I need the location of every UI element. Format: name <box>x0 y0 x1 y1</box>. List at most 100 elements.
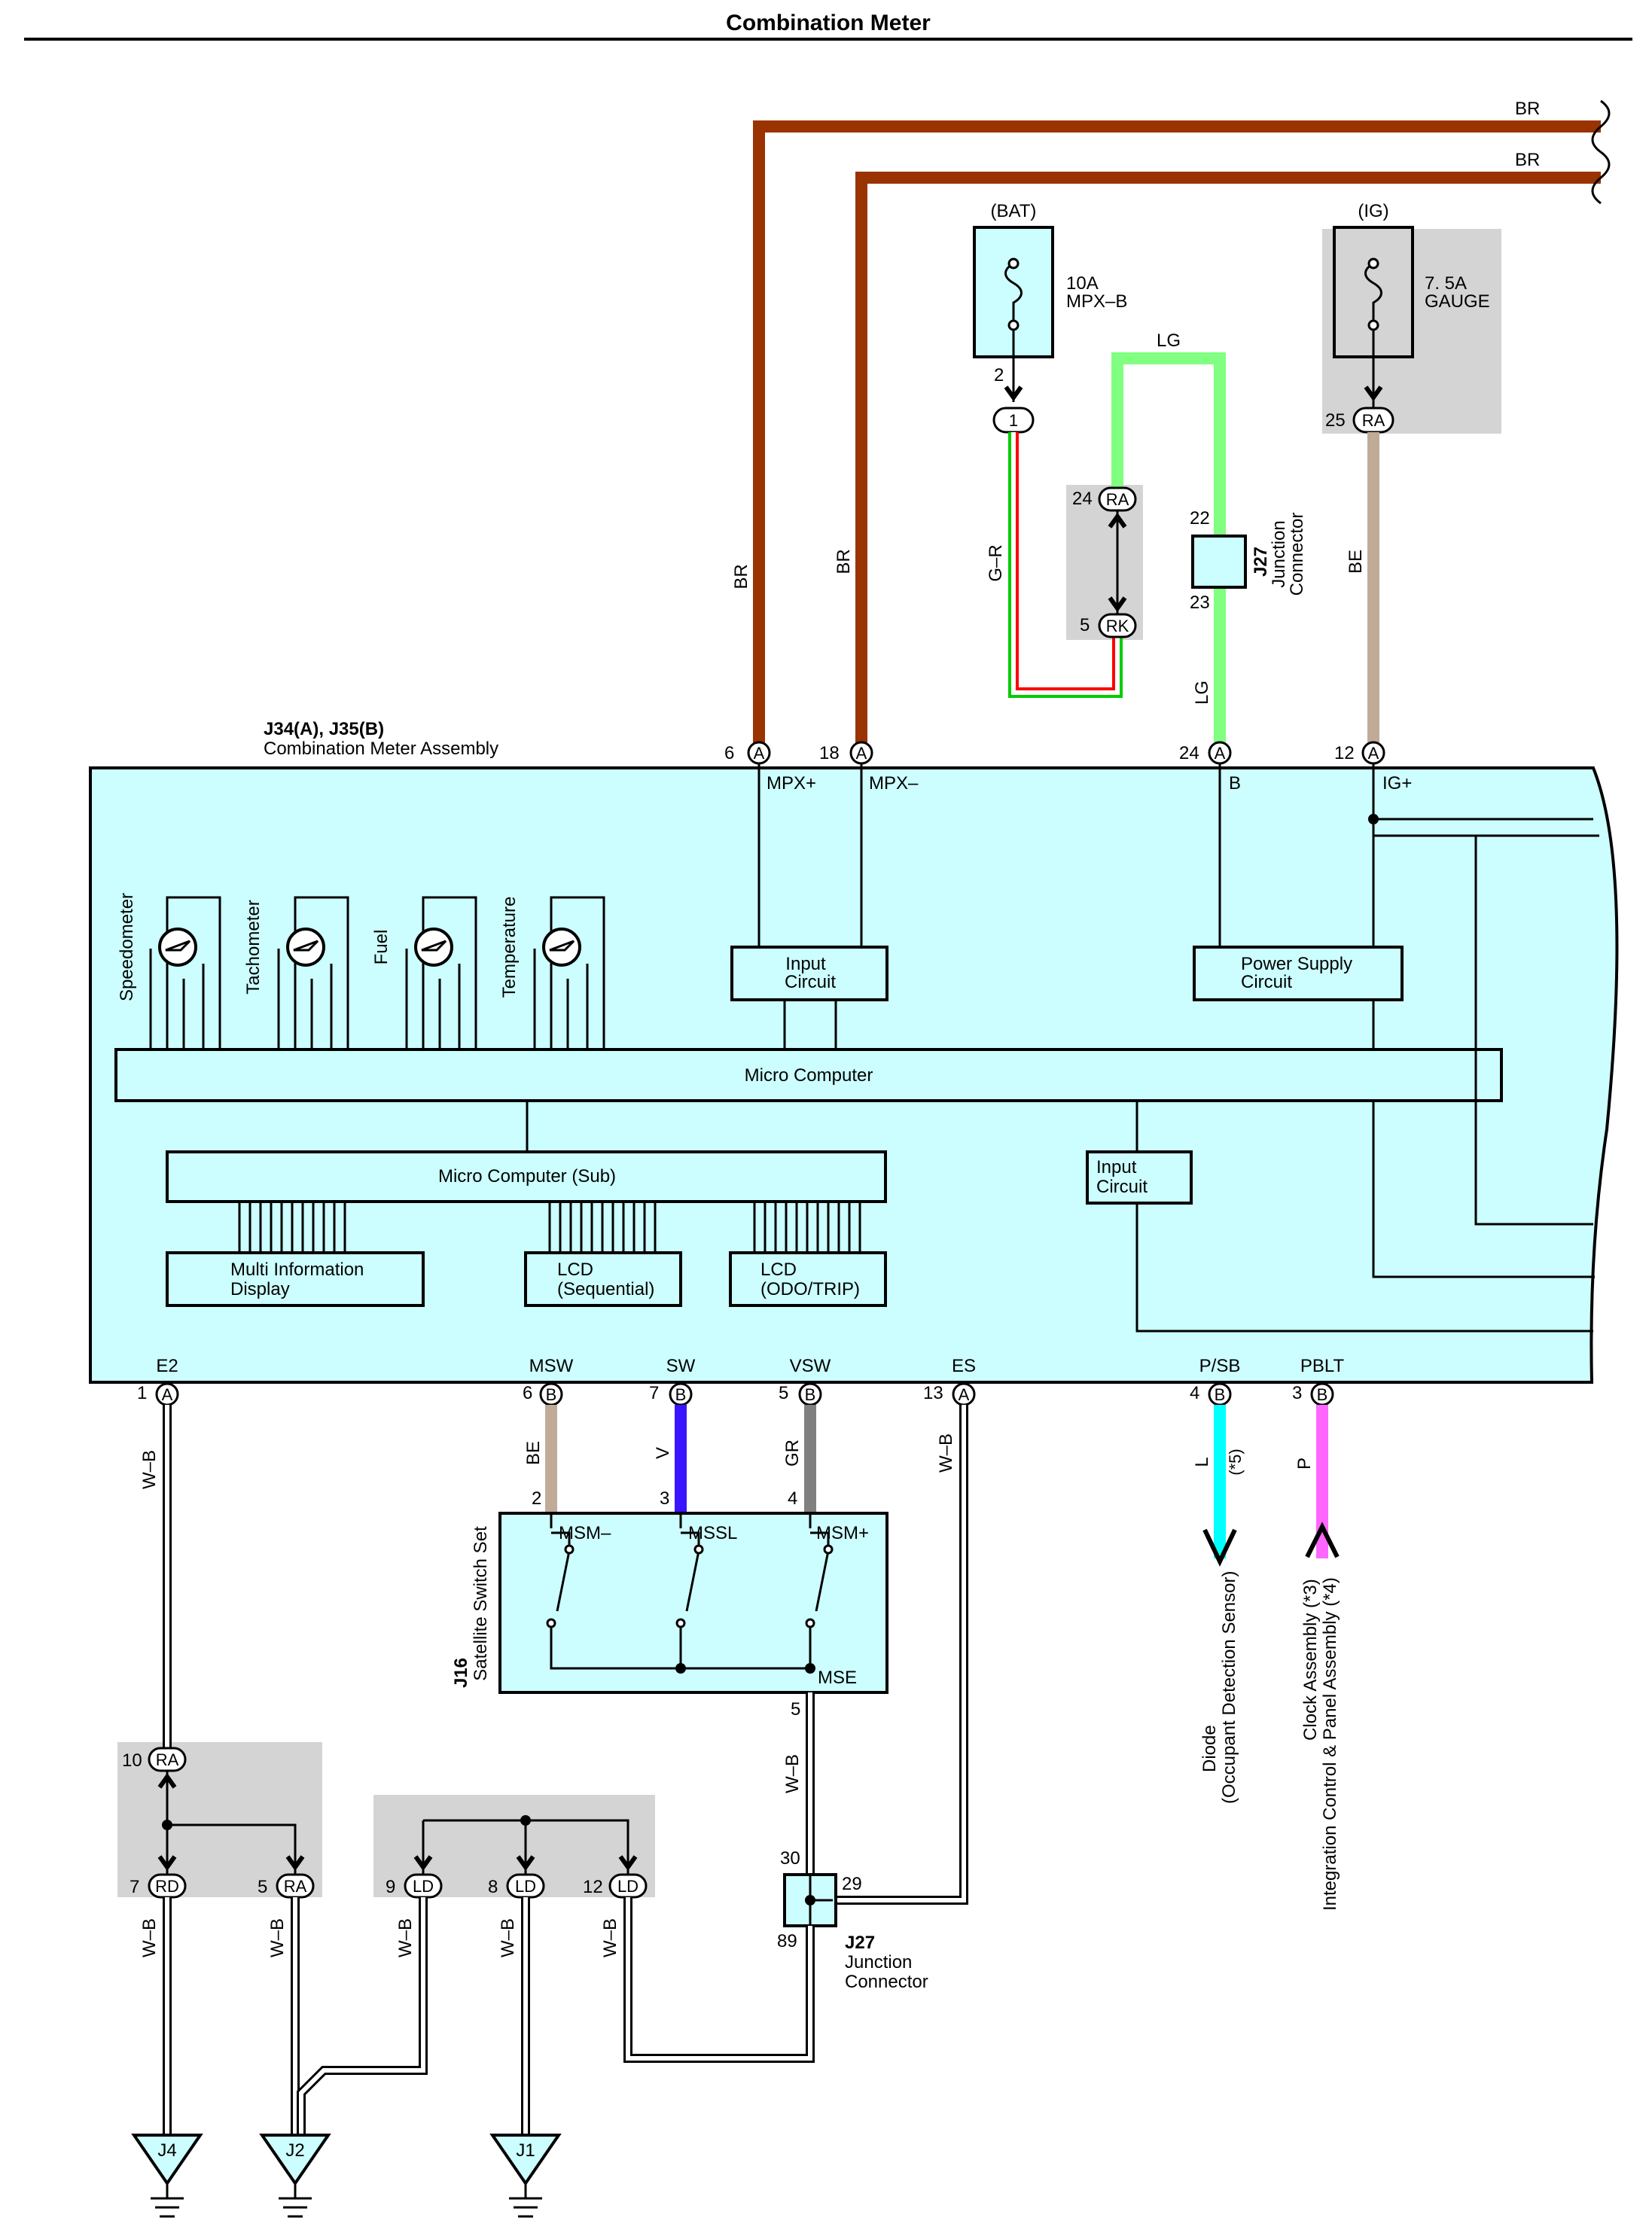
svg-text:A: A <box>1368 744 1379 763</box>
svg-text:Circuit: Circuit <box>1096 1177 1148 1197</box>
svg-text:W–B: W–B <box>139 1450 160 1489</box>
gauge-temperature: Temperature <box>499 896 605 1049</box>
lcd-odo-trip <box>729 1251 887 1307</box>
svg-text:A: A <box>959 1385 970 1404</box>
svg-text:W–B: W–B <box>395 1918 416 1957</box>
svg-text:L: L <box>1192 1457 1212 1467</box>
ld-connector-12: LD 12 <box>583 1873 648 1899</box>
svg-text:7. 5A: 7. 5A <box>1425 273 1467 294</box>
svg-text:MPX–: MPX– <box>869 773 919 794</box>
svg-text:22: 22 <box>1190 508 1210 529</box>
bottom-pin-vsw: VSW 5 B <box>779 1356 831 1406</box>
svg-text:10: 10 <box>122 1750 142 1771</box>
svg-text:Temperature: Temperature <box>499 897 520 998</box>
svg-text:P: P <box>1294 1458 1315 1470</box>
bottom-pin-e2: E2 1 A <box>137 1356 179 1406</box>
svg-text:IG+: IG+ <box>1382 773 1412 794</box>
ra-rk-shade <box>1066 485 1143 640</box>
svg-text:Micro Computer: Micro Computer <box>745 1065 873 1086</box>
ground-j4: J4 <box>131 2134 203 2218</box>
svg-text:18: 18 <box>819 743 840 763</box>
svg-text:RA: RA <box>156 1750 179 1769</box>
top-pin-b: 24 A B <box>1179 741 1241 794</box>
svg-text:12: 12 <box>583 1877 603 1897</box>
br-label-top2: BR <box>1515 150 1540 170</box>
bus-lcd-seq <box>548 1202 657 1253</box>
svg-text:Junction: Junction <box>1269 520 1289 587</box>
gauge-tachometer: Tachometer <box>243 896 349 1049</box>
svg-text:LCD: LCD <box>760 1260 797 1280</box>
svg-text:13: 13 <box>923 1383 943 1403</box>
svg-text:B: B <box>1215 1385 1226 1404</box>
svg-text:24: 24 <box>1072 489 1093 509</box>
svg-text:W–B: W–B <box>498 1918 518 1957</box>
svg-text:A: A <box>1215 744 1226 763</box>
svg-text:LD: LD <box>617 1877 639 1896</box>
switch-msm-plus <box>805 1513 834 1628</box>
svg-text:A: A <box>162 1385 173 1404</box>
svg-text:B: B <box>805 1385 816 1404</box>
ground-j1: J1 <box>489 2134 562 2218</box>
assembly-id: J34(A), J35(B) <box>264 719 384 739</box>
bat-name: MPX–B <box>1066 291 1127 312</box>
svg-text:23: 23 <box>1190 593 1210 613</box>
ig-header: (IG) <box>1358 201 1388 221</box>
svg-text:Connector: Connector <box>1287 513 1307 596</box>
j27-bottom-id: J27 <box>845 1933 875 1953</box>
svg-text:(ODO/TRIP): (ODO/TRIP) <box>760 1279 860 1299</box>
svg-text:(*5): (*5) <box>1226 1449 1245 1475</box>
svg-text:5: 5 <box>791 1699 800 1720</box>
j27-top-box <box>1191 535 1247 589</box>
svg-text:7: 7 <box>130 1877 139 1897</box>
svg-text:Integration Control & Panel As: Integration Control & Panel Assembly (*4… <box>1320 1577 1340 1911</box>
svg-text:P/SB: P/SB <box>1199 1356 1241 1376</box>
switch-set-id: J16 <box>451 1658 471 1688</box>
svg-text:Multi Information: Multi Information <box>230 1260 364 1280</box>
top-pin-mpxp: 6 A MPX+ <box>724 741 816 794</box>
br-label-right: BR <box>834 549 854 574</box>
svg-text:PBLT: PBLT <box>1300 1356 1345 1376</box>
input-circuit-right <box>1086 1150 1193 1205</box>
svg-text:3: 3 <box>1292 1383 1302 1403</box>
svg-text:Micro Computer (Sub): Micro Computer (Sub) <box>438 1166 616 1187</box>
br-break-1 <box>1591 99 1611 154</box>
svg-text:30: 30 <box>780 1848 800 1869</box>
wb-wire-ld12-j27 <box>623 1897 815 2063</box>
svg-text:1: 1 <box>137 1383 147 1403</box>
br-label-top1: BR <box>1515 99 1540 119</box>
svg-text:3: 3 <box>660 1488 669 1509</box>
svg-text:W–B: W–B <box>936 1433 956 1473</box>
clock-label: Clock Assembly (*3) <box>1300 1579 1321 1741</box>
svg-text:MPX+: MPX+ <box>767 773 816 794</box>
bottom-pin-es: ES 13 A <box>923 1356 976 1406</box>
svg-text:GR: GR <box>782 1439 803 1467</box>
svg-text:LCD: LCD <box>557 1260 593 1280</box>
svg-text:J1: J1 <box>516 2140 535 2161</box>
svg-text:B: B <box>1317 1385 1328 1404</box>
svg-text:12: 12 <box>1334 743 1355 763</box>
svg-text:Connector: Connector <box>845 1972 928 1992</box>
bottom-pin-psb: P/SB 4 B <box>1190 1356 1241 1406</box>
svg-text:RK: RK <box>1106 617 1129 635</box>
svg-text:J4: J4 <box>157 2140 176 2161</box>
svg-text:5: 5 <box>258 1877 267 1897</box>
svg-text:RA: RA <box>1362 411 1385 430</box>
br-wire-2 <box>855 172 1601 750</box>
svg-text:Satellite Switch Set: Satellite Switch Set <box>471 1526 491 1681</box>
bus-lcd-odo <box>753 1202 861 1253</box>
svg-text:89: 89 <box>777 1931 797 1951</box>
svg-text:W–B: W–B <box>139 1918 160 1957</box>
svg-text:6: 6 <box>724 743 734 763</box>
power-supply-circuit <box>1193 946 1404 1001</box>
svg-text:Input: Input <box>1096 1157 1137 1177</box>
input-circuit-top <box>730 946 888 1001</box>
svg-text:Circuit: Circuit <box>785 972 836 992</box>
br-break-2 <box>1591 151 1611 205</box>
svg-text:B: B <box>546 1385 557 1404</box>
svg-text:RD: RD <box>155 1877 179 1896</box>
svg-text:Circuit: Circuit <box>1241 972 1292 992</box>
svg-text:7: 7 <box>649 1383 659 1403</box>
svg-text:Speedometer: Speedometer <box>117 893 137 1001</box>
satellite-switch-set <box>498 1512 888 1694</box>
svg-text:Input: Input <box>785 954 826 974</box>
